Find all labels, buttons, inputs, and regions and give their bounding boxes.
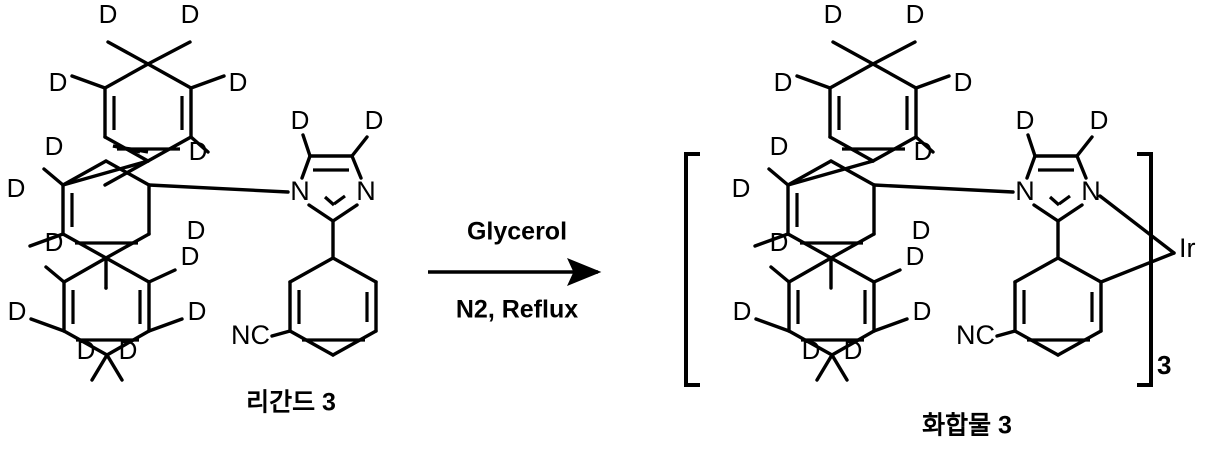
deuterium-label: D xyxy=(954,67,973,97)
deuterium-label: D xyxy=(912,215,931,245)
product-structure: D D D D D D D D xyxy=(684,0,1196,440)
deuterium-label: D xyxy=(181,241,200,271)
deuterium-label: D xyxy=(906,0,925,29)
iridium-coordination-bonds xyxy=(1098,194,1176,284)
deuterium-label: D xyxy=(913,296,932,326)
deuterium-label: D xyxy=(774,67,793,97)
product-imidazole-ring xyxy=(1025,133,1094,260)
deuterium-label: D xyxy=(189,136,208,166)
reactant-imidazole-ring xyxy=(300,133,369,260)
deuterium-label: D xyxy=(365,105,384,135)
product-cyclometalated-ring xyxy=(995,256,1103,357)
nitrogen-label: N xyxy=(356,176,376,206)
reactant-middle-phenyl-ring xyxy=(28,159,290,290)
arrow-head xyxy=(567,258,602,286)
nitrile-label: NC xyxy=(231,320,270,350)
deuterium-label: D xyxy=(99,0,118,29)
iridium-label: Ir xyxy=(1179,233,1196,263)
deuterium-label: D xyxy=(229,67,248,97)
deuterium-label: D xyxy=(914,136,933,166)
conditions-below-label: N2, Reflux xyxy=(456,296,578,324)
deuterium-label: D xyxy=(1016,105,1035,135)
deuterium-label: D xyxy=(732,173,751,203)
reactant-caption: 리간드 3 xyxy=(246,389,336,417)
nitrogen-label: N xyxy=(1081,176,1101,206)
deuterium-label: D xyxy=(45,227,64,257)
product-right-bracket xyxy=(1137,152,1153,387)
deuterium-label: D xyxy=(906,241,925,271)
reactant-top-phenyl-ring xyxy=(70,40,226,163)
nitrogen-label: N xyxy=(1015,176,1035,206)
deuterium-label: D xyxy=(770,131,789,161)
nitrile-label: NC xyxy=(956,320,995,350)
deuterium-label: D xyxy=(291,105,310,135)
stoichiometry-subscript: 3 xyxy=(1157,350,1171,380)
deuterium-label: D xyxy=(1090,105,1109,135)
reactant-benzonitrile-ring xyxy=(270,256,378,357)
deuterium-label: D xyxy=(188,296,207,326)
deuterium-label: D xyxy=(45,131,64,161)
deuterium-label: D xyxy=(77,335,96,365)
deuterium-label: D xyxy=(844,335,863,365)
nitrogen-label: N xyxy=(290,176,310,206)
deuterium-label: D xyxy=(181,0,200,29)
deuterium-label: D xyxy=(8,296,27,326)
deuterium-label: D xyxy=(802,335,821,365)
product-caption: 화합물 3 xyxy=(922,412,1012,440)
deuterium-label: D xyxy=(187,215,206,245)
deuterium-label: D xyxy=(733,296,752,326)
deuterium-label: D xyxy=(770,227,789,257)
product-left-bracket xyxy=(684,152,700,387)
deuterium-label: D xyxy=(7,173,26,203)
product-top-phenyl-ring xyxy=(795,40,951,163)
product-middle-phenyl-ring xyxy=(753,159,1015,290)
reaction-arrow-group: Glycerol N2, Reflux xyxy=(428,218,602,324)
product-bottom-phenyl-ring xyxy=(754,256,909,382)
deuterium-label: D xyxy=(119,335,138,365)
conditions-above-label: Glycerol xyxy=(467,218,567,246)
reactant-structure: D D D D D xyxy=(7,0,384,417)
reactant-bottom-phenyl-ring xyxy=(29,256,184,382)
deuterium-label: D xyxy=(49,67,68,97)
deuterium-label: D xyxy=(824,0,843,29)
